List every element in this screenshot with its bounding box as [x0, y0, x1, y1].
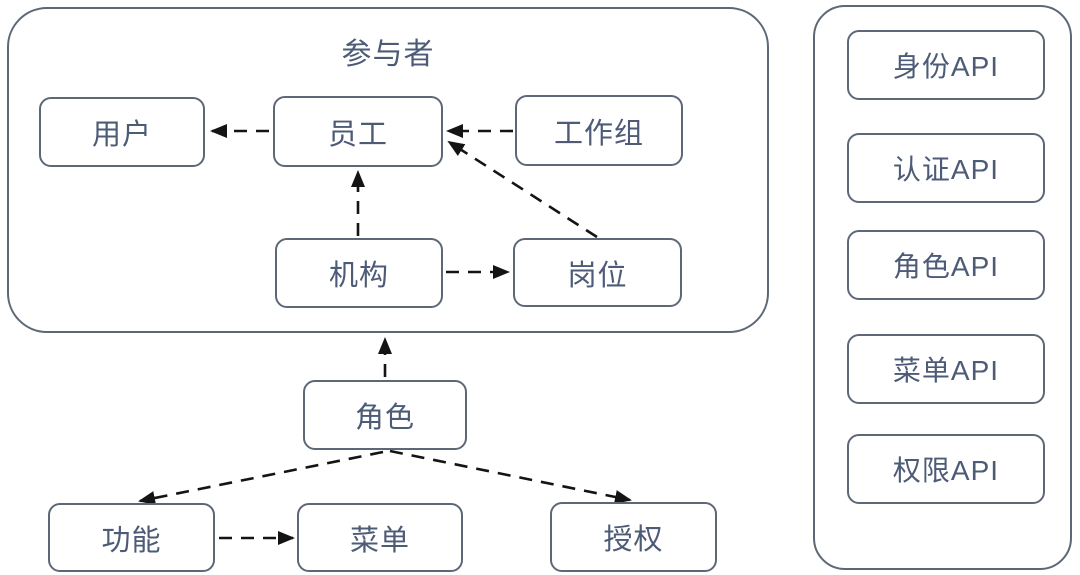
node-role-label: 角色: [354, 402, 415, 434]
node-role: 角色: [303, 380, 467, 450]
api-item-perm: 权限API: [847, 434, 1045, 504]
node-user-label: 用户: [91, 119, 152, 151]
api-item-role-label: 角色API: [892, 251, 1000, 282]
node-user: 用户: [39, 97, 205, 167]
node-authorization-label: 授权: [603, 524, 664, 556]
node-menu: 菜单: [297, 503, 463, 572]
node-workgroup-label: 工作组: [553, 117, 644, 150]
node-authorization: 授权: [550, 502, 717, 572]
api-item-identity: 身份API: [847, 30, 1045, 100]
node-employee-label: 员工: [327, 118, 388, 151]
edge-role-to-function: [138, 450, 384, 505]
node-position: 岗位: [513, 238, 682, 307]
participants-group-title: 参与者: [341, 38, 435, 71]
api-item-menu: 菜单API: [847, 334, 1045, 404]
node-organization: 机构: [275, 238, 443, 308]
api-item-auth-label: 认证API: [892, 154, 1000, 185]
api-item-role: 角色API: [847, 230, 1045, 300]
node-position-label: 岗位: [567, 259, 628, 292]
edge-role-to-authorization: [389, 449, 632, 504]
node-function-label: 功能: [101, 524, 162, 557]
api-item-perm-label: 权限API: [892, 455, 1000, 486]
api-item-menu-label: 菜单API: [892, 355, 1000, 386]
node-organization-label: 机构: [328, 260, 389, 292]
node-function: 功能: [48, 503, 215, 572]
api-item-auth: 认证API: [847, 133, 1045, 203]
node-employee: 员工: [273, 96, 443, 167]
api-item-identity-label: 身份API: [892, 51, 1000, 82]
node-menu-label: 菜单: [349, 524, 410, 557]
api-panel: 身份API 认证API 角色API 菜单API 权限API: [813, 5, 1072, 570]
edge-position-to-employee: [447, 140, 598, 239]
node-workgroup: 工作组: [515, 95, 683, 166]
